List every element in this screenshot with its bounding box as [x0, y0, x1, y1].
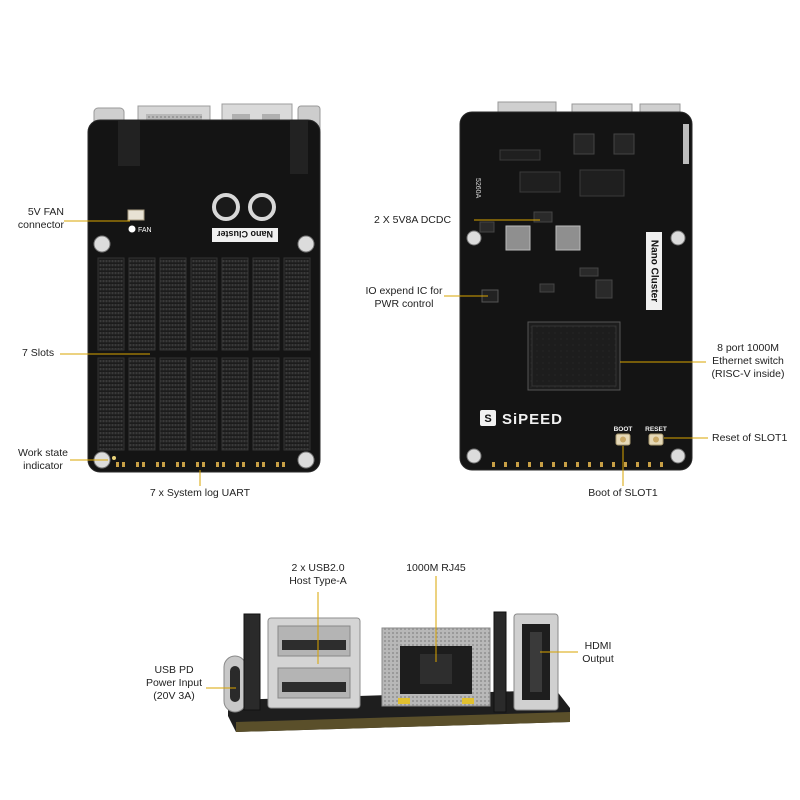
- m2-slot: [190, 257, 218, 351]
- m2-slot: [252, 357, 280, 451]
- chip-code-silk: 5260A: [474, 178, 481, 199]
- m2-slot-grid: [97, 257, 311, 451]
- side-view: [223, 611, 570, 732]
- work-state-label: Work state indicator: [18, 447, 68, 472]
- back-title-silk: Nano Cluster: [648, 240, 659, 302]
- dcdc-inductor: [505, 225, 531, 251]
- usb-label: 2 x USB2.0 Host Type-A: [289, 562, 347, 587]
- reset-label: Reset of SLOT1: [712, 432, 788, 444]
- m2-slot: [283, 357, 311, 451]
- mounting-hole: [93, 235, 111, 253]
- front-board: FAN Nano Cluster: [87, 103, 321, 473]
- svg-text:S: S: [484, 413, 491, 425]
- mounting-hole: [670, 448, 686, 464]
- boot-label: Boot of SLOT1: [588, 487, 658, 499]
- rj45-label: 1000M RJ45: [406, 562, 466, 574]
- uart-header-pins: [116, 462, 285, 467]
- mounting-hole: [466, 448, 482, 464]
- boot-silk: BOOT: [614, 426, 633, 433]
- back-board: 5260A Nano Cluster S SiPEED BOOT RESET: [459, 101, 693, 471]
- mounting-hole: [466, 230, 482, 246]
- m2-slot: [283, 257, 311, 351]
- front-title-silk: Nano Cluster: [217, 229, 274, 239]
- hdmi-label: HDMI Output: [582, 640, 614, 665]
- uart-label: 7 x System log UART: [149, 487, 251, 499]
- m2-slot: [252, 257, 280, 351]
- fan-silk: FAN: [138, 227, 152, 234]
- m2-slot: [221, 257, 249, 351]
- rj45-activity-led: [462, 698, 474, 704]
- rj45-link-led: [398, 698, 410, 704]
- status-led: [112, 456, 116, 460]
- mounting-hole: [670, 230, 686, 246]
- side-callout-lines: [206, 576, 578, 689]
- m2-slot: [128, 357, 156, 451]
- m2-slot: [159, 257, 187, 351]
- brand-silk: SiPEED: [502, 411, 563, 428]
- fan-connector-label: 5V FAN connector: [17, 206, 64, 231]
- mounting-hole: [297, 451, 315, 469]
- capacitor: [212, 193, 240, 221]
- dcdc-label: 2 X 5V8A DCDC: [374, 214, 452, 226]
- back-callout-lines: [444, 219, 708, 486]
- uart-pads: [492, 462, 663, 467]
- m2-slot: [159, 357, 187, 451]
- reset-silk: RESET: [645, 426, 667, 433]
- switch-label: 8 port 1000M Ethernet switch (RISC-V ins…: [711, 342, 785, 380]
- m2-slot: [97, 357, 125, 451]
- capacitor: [248, 193, 276, 221]
- ethernet-switch-chip: [527, 321, 621, 391]
- slots-label: 7 Slots: [22, 347, 55, 359]
- m2-slot: [221, 357, 249, 451]
- m2-slot: [128, 257, 156, 351]
- io-expand-label: IO expend IC for PWR control: [365, 285, 443, 310]
- m2-slot: [190, 357, 218, 451]
- back-pcb: [459, 111, 693, 471]
- mounting-hole: [297, 235, 315, 253]
- m2-slot: [97, 257, 125, 351]
- power-label: USB PD Power Input (20V 3A): [145, 664, 203, 702]
- dcdc-inductor: [555, 225, 581, 251]
- front-callout-lines: [60, 220, 201, 486]
- fan-connector: [127, 209, 145, 221]
